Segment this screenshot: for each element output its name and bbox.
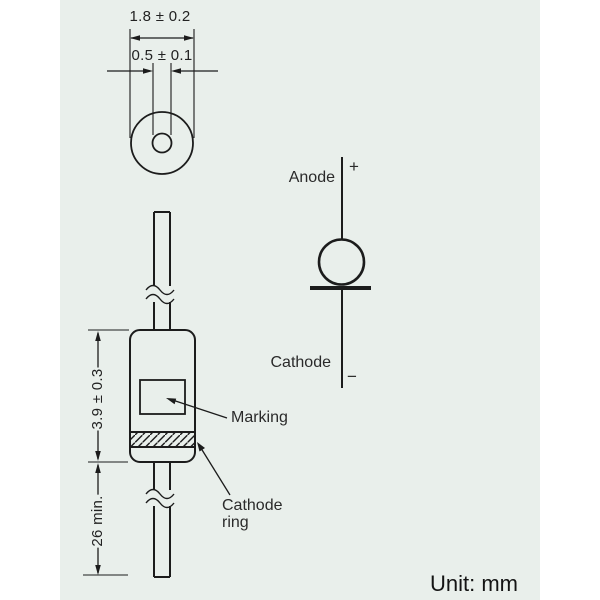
- upper-lead-break-line: [145, 293, 175, 305]
- cathode-ring-label-line1: Cathode: [222, 497, 283, 514]
- polarity-symbol: [310, 157, 371, 388]
- arrowhead: [166, 398, 177, 405]
- figure-background-panel: [60, 0, 540, 600]
- body-length-dimension: 3.9 ± 0.3: [87, 367, 109, 431]
- cathode-ring-label: Cathode ring: [222, 497, 283, 532]
- lead-diameter-extension-lines: [152, 63, 172, 135]
- end-view-body-circle: [130, 111, 194, 175]
- outer-diameter-dimension: 1.8 ± 0.2: [129, 8, 191, 25]
- lower-lead: [153, 462, 171, 578]
- cathode-ring-band-borders: [130, 431, 195, 448]
- arrowhead-down: [95, 451, 101, 461]
- lead-length-dimension: 26 min.: [87, 494, 109, 548]
- upper-lead-break-line: [145, 284, 175, 296]
- end-view-lead-circle: [151, 132, 173, 154]
- lower-lead-break-line: [145, 488, 175, 500]
- arrowhead-left: [171, 68, 181, 74]
- arrowhead-down: [95, 565, 101, 575]
- arrowhead-up: [95, 463, 101, 473]
- plus-sign: +: [349, 157, 359, 176]
- anode-label: Anode: [288, 169, 335, 186]
- outer-diameter-extension-lines: [129, 29, 195, 138]
- callout-leaders: [166, 398, 231, 496]
- unit-label: Unit: mm: [430, 571, 518, 596]
- upper-lead: [153, 211, 171, 330]
- arrowhead-up: [95, 331, 101, 341]
- diode-body: [129, 329, 196, 463]
- arrowhead-left: [130, 35, 140, 41]
- marking-label: Marking: [231, 409, 288, 426]
- arrowhead-right: [184, 35, 194, 41]
- lower-lead-break-line: [145, 497, 175, 509]
- cathode-ring-leader-line: [200, 448, 231, 496]
- end-view: [107, 29, 218, 175]
- arrowhead: [197, 442, 205, 452]
- minus-sign: −: [347, 367, 357, 386]
- marking-area: [139, 379, 186, 415]
- marking-leader-line: [173, 399, 228, 419]
- lead-diameter-dimension: 0.5 ± 0.1: [131, 47, 193, 64]
- cathode-ring-band: [131, 432, 194, 447]
- cathode-ring-label-line2: ring: [222, 513, 249, 531]
- symbol-body-circle: [317, 238, 366, 286]
- arrowhead-right: [143, 68, 153, 74]
- side-view: [129, 211, 196, 578]
- cathode-label: Cathode: [270, 354, 332, 371]
